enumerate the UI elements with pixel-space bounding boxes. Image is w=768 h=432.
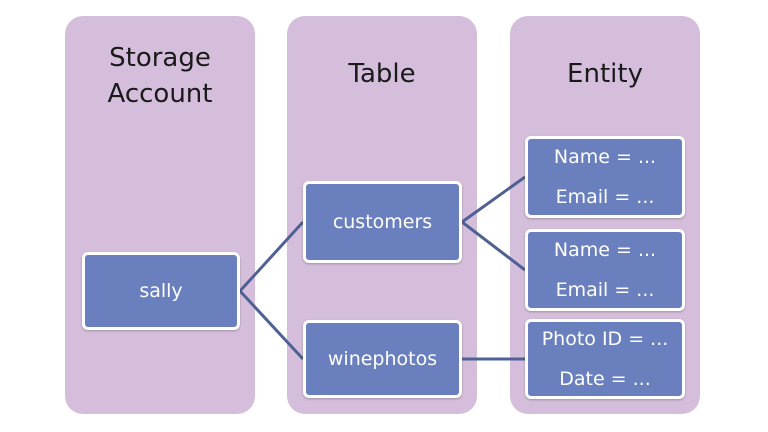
storage-account-node-sally: sally <box>82 252 240 330</box>
storage-account-column: Storage Account <box>65 16 255 414</box>
storage-account-heading: Storage Account <box>65 40 255 112</box>
entity-node-photo: Photo ID = ... Date = ... <box>525 319 685 399</box>
storage-account-heading-line1: Storage <box>109 43 211 73</box>
entity-property-name: Name = ... <box>553 239 657 261</box>
entity-property-photo-id: Photo ID = ... <box>541 328 669 350</box>
table-node-customers: customers <box>303 181 462 263</box>
entity-heading: Entity <box>567 59 643 89</box>
entity-node-customer-2: Name = ... Email = ... <box>525 229 685 311</box>
entity-property-name: Name = ... <box>553 146 657 168</box>
entity-node-customer-1: Name = ... Email = ... <box>525 136 685 218</box>
table-node-winephotos: winephotos <box>303 320 462 398</box>
table-label-winephotos: winephotos <box>327 348 438 370</box>
table-label-customers: customers <box>332 211 433 233</box>
storage-account-heading-line2: Account <box>107 79 213 109</box>
entity-property-email: Email = ... <box>555 279 655 301</box>
storage-account-label: sally <box>139 280 183 302</box>
entity-property-email: Email = ... <box>555 186 655 208</box>
table-heading: Table <box>348 59 416 89</box>
entity-property-date: Date = ... <box>559 368 651 390</box>
